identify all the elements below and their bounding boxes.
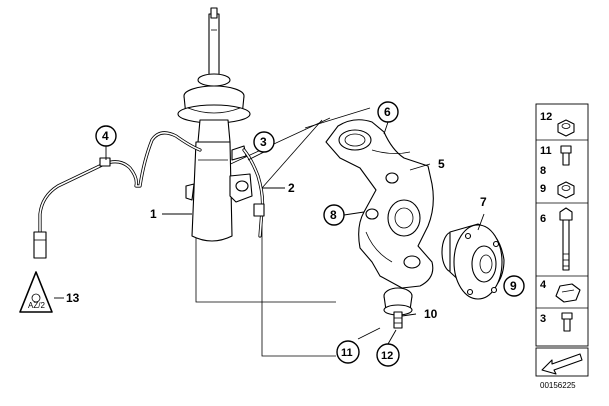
callout-7: 7 bbox=[480, 195, 487, 209]
svg-text:3: 3 bbox=[260, 135, 267, 149]
svg-text:12: 12 bbox=[381, 350, 393, 362]
parts-legend: 12 11 8 9 6 4 bbox=[535, 103, 589, 347]
callout-4: 4 bbox=[95, 125, 117, 147]
legend-item-12: 12 bbox=[540, 111, 575, 137]
svg-text:8: 8 bbox=[540, 165, 546, 177]
wheel-hub bbox=[441, 223, 505, 300]
callout-3: 3 bbox=[253, 131, 275, 153]
svg-text:7: 7 bbox=[480, 195, 487, 209]
callout-11: 11 bbox=[336, 340, 360, 364]
svg-text:6: 6 bbox=[540, 213, 546, 225]
callout-1: 1 bbox=[150, 207, 157, 221]
svg-text:13: 13 bbox=[66, 291, 80, 305]
leader-lines bbox=[105, 121, 485, 345]
svg-text:11: 11 bbox=[540, 145, 552, 157]
legend-item-4: 4 bbox=[540, 279, 581, 303]
callout-2: 2 bbox=[288, 181, 295, 195]
svg-text:12: 12 bbox=[540, 111, 552, 123]
callout-9: 9 bbox=[503, 275, 525, 297]
legend-item-9: 9 bbox=[540, 181, 575, 199]
callout-8: 8 bbox=[323, 204, 345, 226]
svg-text:5: 5 bbox=[438, 157, 445, 171]
svg-text:4: 4 bbox=[102, 129, 109, 143]
strut-assembly bbox=[177, 7, 253, 242]
callout-10: 10 bbox=[424, 307, 438, 321]
svg-text:9: 9 bbox=[540, 183, 546, 195]
svg-text:2: 2 bbox=[288, 181, 295, 195]
svg-text:10: 10 bbox=[424, 307, 438, 321]
legend-item-3: 3 bbox=[540, 312, 573, 332]
svg-text:4: 4 bbox=[540, 279, 547, 291]
reference-number: 00156225 bbox=[540, 381, 576, 390]
callout-5: 5 bbox=[438, 157, 445, 171]
steering-knuckle bbox=[325, 119, 434, 289]
brake-hose-cable bbox=[242, 148, 265, 238]
svg-text:3: 3 bbox=[540, 313, 546, 325]
svg-text:8: 8 bbox=[330, 208, 337, 222]
svg-text:11: 11 bbox=[341, 347, 353, 359]
callout-12: 12 bbox=[376, 343, 400, 367]
legend-item-11: 11 bbox=[540, 145, 572, 166]
svg-text:9: 9 bbox=[510, 279, 517, 293]
direction-arrow-icon bbox=[535, 347, 589, 377]
abs-sensor-cable bbox=[33, 131, 202, 259]
callout-13: 13 bbox=[54, 291, 80, 305]
legend-item-8: 8 bbox=[540, 165, 546, 177]
svg-text:6: 6 bbox=[384, 105, 391, 119]
svg-text:1: 1 bbox=[150, 207, 157, 221]
callout-6: 6 bbox=[377, 101, 399, 123]
warning-triangle-icon: AZ/2 bbox=[19, 271, 53, 313]
legend-item-6: 6 bbox=[540, 207, 573, 271]
svg-text:AZ/2: AZ/2 bbox=[28, 301, 45, 310]
ball-joint bbox=[383, 287, 413, 329]
